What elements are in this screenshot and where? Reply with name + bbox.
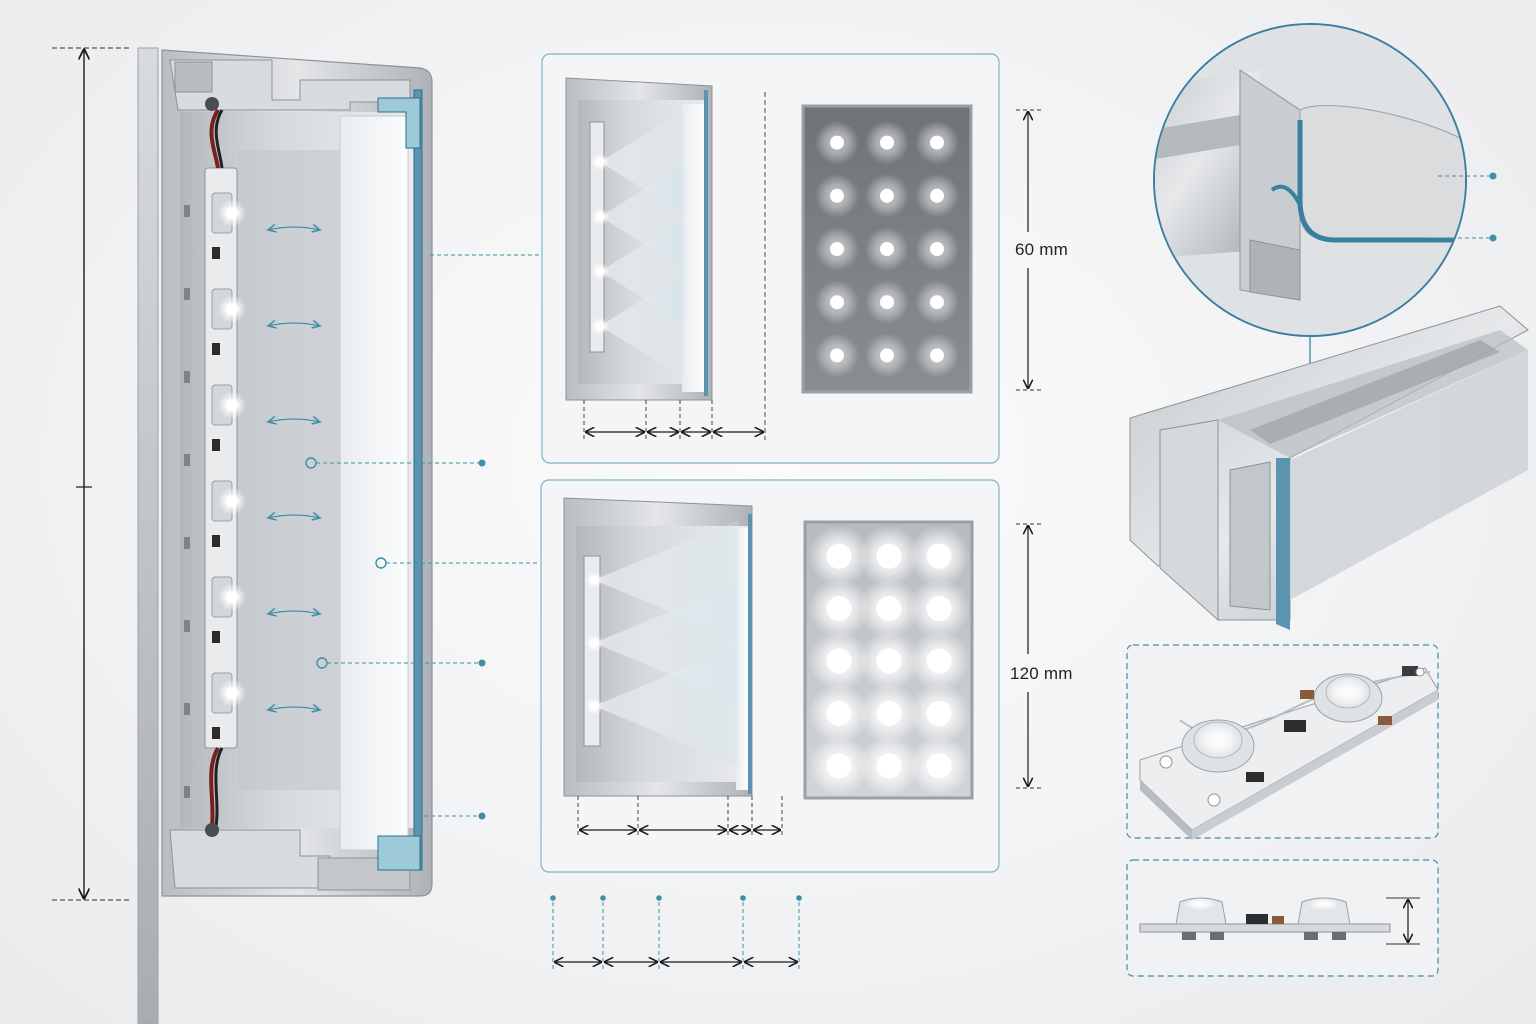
- teal-dot-icon: [550, 895, 556, 901]
- teal-dot-icon: [600, 895, 606, 901]
- mounting-wall: [137, 47, 159, 1024]
- led-dot: [930, 295, 944, 310]
- main-cross-section: [161, 49, 433, 897]
- detail-panel-120: [540, 479, 1044, 873]
- led-dot: [830, 295, 844, 310]
- led-dot: [930, 348, 944, 363]
- led-dot: [830, 348, 844, 363]
- led-dot: [876, 543, 902, 569]
- frame-slot: [184, 205, 190, 217]
- led-dot: [876, 596, 902, 622]
- dimension-label-60mm: 60 mm: [1015, 240, 1068, 259]
- led-lens: [590, 576, 598, 584]
- led-dot: [830, 135, 844, 150]
- led-dot: [876, 700, 902, 727]
- frame-slot: [184, 537, 190, 549]
- dimension-label-120mm: 120 mm: [1010, 664, 1073, 683]
- frame-slot: [184, 703, 190, 715]
- callout-dot-1: [478, 459, 486, 467]
- led-dot: [930, 242, 944, 256]
- led-dot: [876, 753, 902, 779]
- led-lens: [596, 212, 604, 221]
- led-lens: [226, 303, 238, 315]
- led-dot: [826, 596, 852, 622]
- led-lens: [226, 687, 238, 699]
- led-dot: [826, 700, 852, 727]
- led-strip-board: [204, 167, 238, 749]
- led-lens: [590, 639, 598, 647]
- led-driver-chip: [212, 247, 220, 259]
- double-arrow-icon: [268, 707, 320, 710]
- led-dot: [826, 543, 852, 569]
- double-arrow-icon: [268, 419, 320, 422]
- callout-dot-3: [478, 812, 486, 820]
- led-dot: [826, 753, 852, 779]
- overall-height-dimension: [52, 47, 130, 901]
- led-driver-chip: [212, 439, 220, 451]
- frame-slot: [184, 371, 190, 383]
- profile-extrusion-3d: [1129, 305, 1529, 630]
- led-dot: [926, 596, 952, 622]
- double-arrow-icon: [268, 323, 320, 326]
- double-arrow-icon: [268, 611, 320, 614]
- frame-slot: [184, 288, 190, 300]
- led-dot: [926, 700, 952, 727]
- led-driver-chip: [212, 343, 220, 355]
- led-module-detail: [1126, 644, 1439, 840]
- led-dot: [880, 295, 894, 310]
- double-arrow-icon: [268, 515, 320, 518]
- led-dot: [826, 648, 852, 674]
- fabric-edge: [413, 89, 423, 871]
- led-dot: [880, 135, 894, 150]
- main-callouts: [305, 254, 540, 820]
- bottom-dimension-chain: [550, 895, 802, 970]
- led-dot: [830, 188, 844, 203]
- led-lens: [596, 267, 604, 276]
- led-module-side-view: [1126, 859, 1439, 977]
- frame-slot: [184, 786, 190, 798]
- led-lens: [226, 207, 238, 219]
- led-lens: [226, 591, 238, 603]
- led-driver-chip: [212, 535, 220, 547]
- led-dot: [880, 188, 894, 203]
- double-arrow-icon: [268, 227, 320, 230]
- teal-dot-icon: [796, 895, 802, 901]
- led-dot: [930, 135, 944, 150]
- led-driver-chip: [212, 727, 220, 739]
- light-beam: [600, 274, 684, 378]
- led-dot: [830, 242, 844, 256]
- led-dot: [926, 648, 952, 674]
- led-lens: [596, 158, 604, 166]
- frame-slot: [184, 620, 190, 632]
- led-dot: [926, 753, 952, 779]
- led-dot: [880, 242, 894, 256]
- profile-magnifier: [1153, 23, 1497, 410]
- led-dot: [880, 348, 894, 363]
- detail-panel-60: [541, 53, 1044, 464]
- led-dot: [876, 648, 902, 674]
- led-lens: [226, 495, 238, 507]
- led-driver-chip: [212, 631, 220, 643]
- frame-slot: [184, 454, 190, 466]
- led-lens: [596, 322, 604, 330]
- led-dot: [930, 188, 944, 203]
- teal-dot-icon: [656, 895, 662, 901]
- led-dot: [926, 543, 952, 569]
- led-lens: [226, 399, 238, 411]
- led-lens: [590, 702, 598, 710]
- light-beam: [594, 646, 738, 766]
- teal-dot-icon: [740, 895, 746, 901]
- callout-dot-2: [478, 659, 486, 667]
